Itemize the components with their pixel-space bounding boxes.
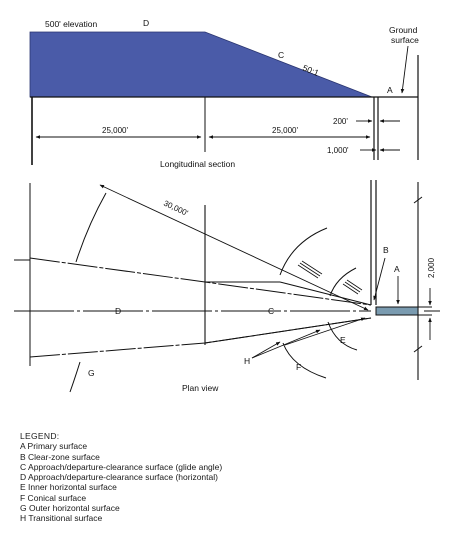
plan-break-bottom [413,345,423,353]
dim-1000: 1,000' [327,146,349,155]
legend-item: E Inner horizontal surface [20,482,117,493]
ground-surface-label-1: Ground [389,25,418,35]
dim-25000-left: 25,000' [102,126,128,135]
dim-30000: 30,000' [162,199,190,218]
conical-arc-upper [279,227,328,276]
section-label-a: A [387,85,393,95]
elevation-label: 500' elevation [45,19,97,29]
approach-glide-lower [204,317,372,344]
runway-primary-surface [375,306,419,316]
label-h-leader-1 [251,341,281,359]
section-label-d: D [143,18,149,28]
legend-item: C Approach/departure-clearance surface (… [20,461,223,472]
approach-surface-profile [29,31,373,98]
label-h-leader-3 [284,317,366,346]
ground-surface-label-2: surface [391,35,419,45]
legend-item: D Approach/departure-clearance surface (… [20,472,218,483]
plan-label-h: H [244,356,250,366]
plan-view: 30,000' B A 2,000 D C E H F G Plan view [14,180,440,393]
dim-2000: 2,000 [427,257,436,278]
legend-item: H Transitional surface [20,513,103,524]
outer-horizontal-arc-upper [75,192,107,263]
dim-30000-line [99,184,369,311]
plan-label-c: C [268,306,274,316]
transitional-hatch-1 [297,260,323,279]
plan-label-e: E [340,335,346,345]
dim-200: 200' [333,117,348,126]
legend-item: A Primary surface [20,441,88,452]
outer-horizontal-arc-lower [69,361,81,393]
plan-label-d: D [115,306,121,316]
conical-arc-lower [282,342,327,379]
plan-break-top [413,196,423,204]
legend: LEGEND: A Primary surface B Clear-zone s… [20,431,222,524]
label-b-leader [373,257,386,301]
legend-title: LEGEND: [20,431,60,441]
inner-horizontal-arc-lower [327,321,358,351]
dim-25000-right: 25,000' [272,126,298,135]
section-caption: Longitudinal section [160,159,235,169]
plan-label-f: F [296,362,301,372]
plan-label-b: B [383,245,389,255]
inner-horizontal-arc-upper [329,267,357,297]
legend-item: F Conical surface [20,492,87,503]
approach-horizontal-lower [29,317,372,358]
ground-surface-arrow [400,45,409,94]
approach-horizontal-upper [29,257,372,306]
plan-label-a: A [394,264,400,274]
plan-label-g: G [88,368,95,378]
plan-caption: Plan view [182,383,219,393]
transitional-hatch-2 [342,279,363,295]
legend-item: G Outer horizontal surface [20,503,120,514]
section-label-c: C [278,50,284,60]
label-h-leader-2 [251,329,321,359]
longitudinal-section: 500' elevation D C 50:1 Ground surface A… [29,18,419,169]
legend-item: B Clear-zone surface [20,451,100,462]
